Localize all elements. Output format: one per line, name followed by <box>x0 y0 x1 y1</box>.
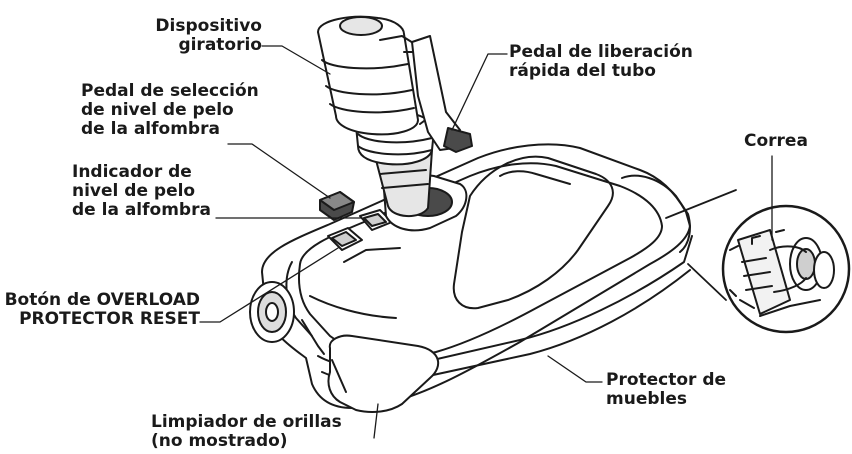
label-pedal-liberacion-line-1: Pedal de liberación <box>509 42 693 62</box>
label-protector-line-1: Protector de <box>606 370 727 390</box>
label-limpiador-line-1: Limpiador de orillas <box>151 412 342 432</box>
label-indicador-nivel: Indicador de nivel de pelo de la alfombr… <box>72 163 211 220</box>
label-correa: Correa <box>744 132 808 151</box>
leader-lines <box>199 45 773 439</box>
label-limpiador-line-2: (no mostrado) <box>151 431 288 451</box>
label-protector-line-2: muebles <box>606 389 687 409</box>
leader-boton <box>199 247 339 323</box>
wheel <box>249 281 295 343</box>
leader-pedal-seleccion <box>227 143 331 199</box>
label-pedal-seleccion-line-2: de nivel de pelo <box>81 100 234 120</box>
label-dispositivo-line-1: Dispositivo <box>155 16 262 36</box>
label-pedal-seleccion: Pedal de selección de nivel de pelo de l… <box>81 82 259 139</box>
label-protector-muebles: Protector de muebles <box>606 371 726 409</box>
label-pedal-liberacion: Pedal de liberación rápida del tubo <box>509 43 693 81</box>
label-indicador-line-1: Indicador de <box>72 162 192 182</box>
leader-pedal-liberacion <box>451 53 508 131</box>
label-boton-line-2: PROTECTOR RESET <box>19 309 200 329</box>
carpet-height-pedal <box>319 191 355 221</box>
swivel-tube <box>317 15 435 217</box>
label-dispositivo-giratorio: Dispositivo giratorio <box>152 17 262 55</box>
tube-release-pedal <box>411 35 473 153</box>
label-indicador-line-2: nivel de pelo <box>72 181 196 201</box>
label-limpiador-orillas: Limpiador de orillas (no mostrado) <box>151 413 342 451</box>
leader-limpiador <box>373 403 379 439</box>
label-dispositivo-line-2: giratorio <box>178 35 262 55</box>
label-correa-line-1: Correa <box>744 131 808 151</box>
leader-protector <box>547 355 603 383</box>
label-boton-overload: Botón de OVERLOAD PROTECTOR RESET <box>4 291 200 329</box>
label-pedal-seleccion-line-1: Pedal de selección <box>81 81 259 101</box>
belt-magnified-view <box>665 189 851 334</box>
label-pedal-liberacion-line-2: rápida del tubo <box>509 61 656 81</box>
carpet-height-indicator <box>327 209 393 251</box>
leader-dispositivo <box>261 45 331 75</box>
label-boton-line-1: Botón de OVERLOAD <box>4 290 200 310</box>
label-pedal-seleccion-line-3: de la alfombra <box>81 119 220 139</box>
label-indicador-line-3: de la alfombra <box>72 200 211 220</box>
